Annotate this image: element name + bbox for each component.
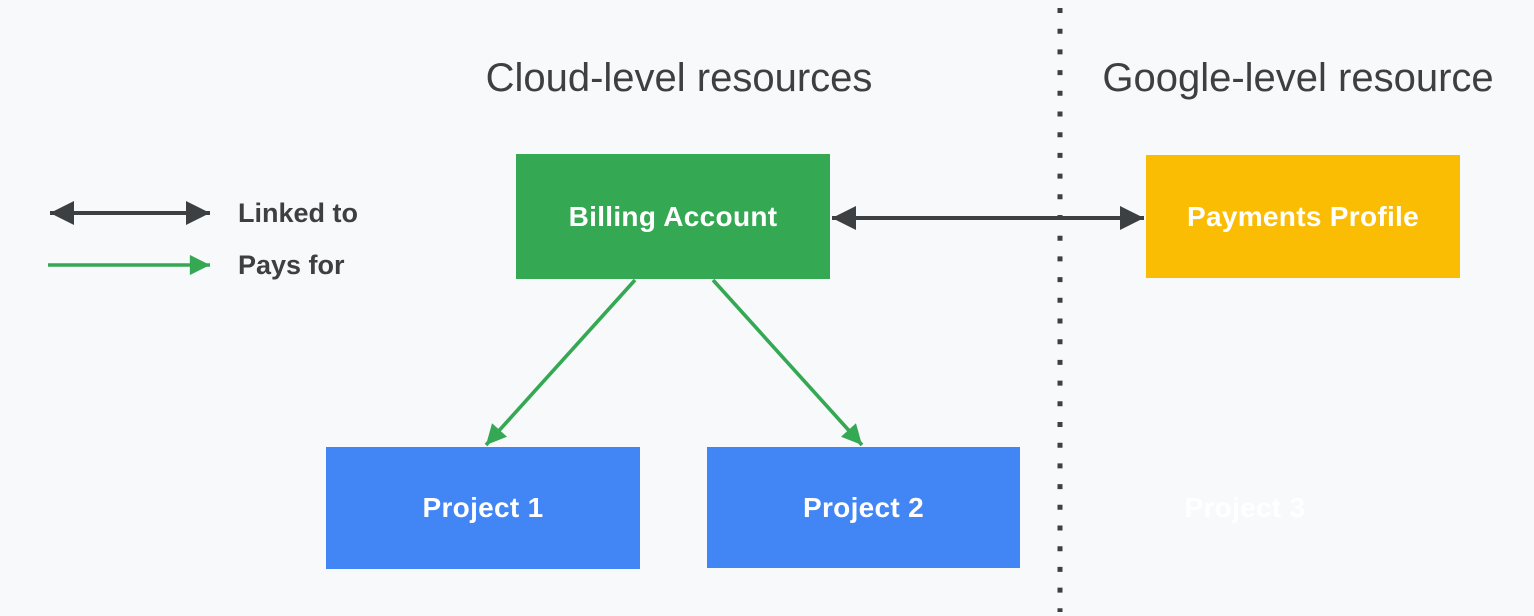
project-3-node: Project 3 [1095,447,1395,569]
project-1-node: Project 1 [326,447,640,569]
cloud-level-resources-heading: Cloud-level resources [485,56,873,100]
billing-account-node: Billing Account [516,154,830,279]
project-1-label: Project 1 [422,492,544,523]
legend-label-linked-to: Linked to [238,198,358,228]
edge-billing-project1-pays-arrow [484,278,637,447]
google-level-resource-heading: Google-level resource [1102,56,1494,100]
edge-billing-project2-pays-arrow [711,278,864,447]
payments-profile-node: Payments Profile [1146,155,1460,278]
project-3-label: Project 3 [1184,492,1306,523]
project-2-node: Project 2 [707,447,1020,568]
legend-label-pays-for: Pays for [238,250,345,280]
payments-profile-label: Payments Profile [1187,200,1419,232]
project-2-label: Project 2 [803,491,924,523]
billing-account-label: Billing Account [568,200,778,232]
